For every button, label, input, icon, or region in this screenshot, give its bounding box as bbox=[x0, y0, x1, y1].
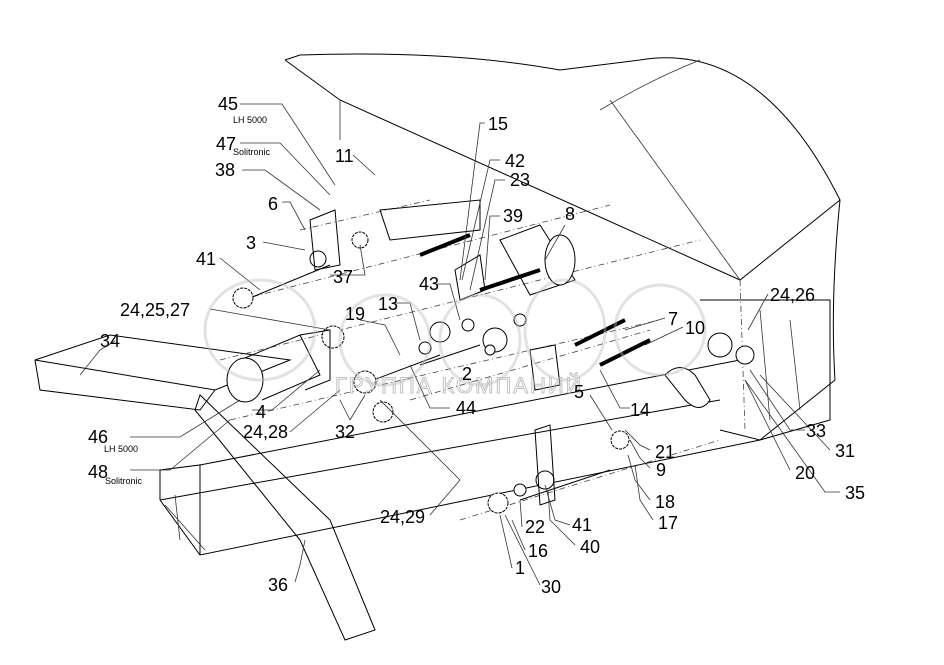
callout-label: 32 bbox=[335, 422, 355, 442]
callout-label: 43 bbox=[419, 274, 439, 294]
callout-sublabel: LH 5000 bbox=[104, 444, 138, 454]
callout-label: 23 bbox=[510, 170, 530, 190]
callout-sublabel: Solitronic bbox=[233, 147, 271, 157]
callout-label: 24,25,27 bbox=[120, 300, 190, 320]
callout-label: 7 bbox=[668, 309, 678, 329]
callout-label: 4 bbox=[256, 402, 266, 422]
callout-label: 2 bbox=[462, 364, 472, 384]
callout-label: 15 bbox=[488, 114, 508, 134]
callout-sublabel: Solitronic bbox=[105, 476, 143, 486]
callout-label: 33 bbox=[806, 421, 826, 441]
watermark-tagline: ГРУППА КОМПАНИЙ bbox=[335, 373, 584, 398]
callout-label: 38 bbox=[215, 160, 235, 180]
callout-label: 10 bbox=[685, 318, 705, 338]
callout-label: 9 bbox=[656, 460, 666, 480]
callout-label: 8 bbox=[565, 204, 575, 224]
callout-label: 39 bbox=[503, 206, 523, 226]
callout-label: 34 bbox=[100, 331, 120, 351]
callout-label: 6 bbox=[268, 194, 278, 214]
callout-label: 48 bbox=[88, 462, 108, 482]
callout-label: 16 bbox=[528, 541, 548, 561]
callout-label: 41 bbox=[196, 249, 216, 269]
callout-label: 20 bbox=[795, 463, 815, 483]
callout-label: 37 bbox=[333, 267, 353, 287]
callout-labels: 45 LH 5000 47 Solitronic 38 11 6 3 41 37… bbox=[88, 94, 865, 597]
callout-label: 30 bbox=[541, 577, 561, 597]
callout-label: 21 bbox=[655, 442, 675, 462]
callout-label: 44 bbox=[456, 398, 476, 418]
arm-36 bbox=[194, 394, 376, 641]
callout-label: 11 bbox=[335, 146, 354, 166]
callout-label: 41 bbox=[572, 515, 592, 535]
callout-label: 47 bbox=[216, 134, 236, 154]
watermark-logo: ГРУППА КОМПАНИЙ bbox=[203, 278, 707, 399]
guard-34 bbox=[34, 334, 292, 411]
callout-label: 14 bbox=[630, 400, 650, 420]
callout-label: 31 bbox=[835, 441, 855, 461]
callout-label: 17 bbox=[658, 513, 678, 533]
callout-label: 22 bbox=[525, 517, 545, 537]
callout-sublabel: LH 5000 bbox=[233, 115, 267, 125]
callout-label: 24,29 bbox=[380, 507, 425, 527]
callout-label: 1 bbox=[515, 558, 525, 578]
brackets bbox=[309, 209, 561, 506]
callout-label: 40 bbox=[580, 537, 600, 557]
callout-label: 42 bbox=[505, 151, 525, 171]
motor bbox=[226, 329, 331, 403]
callout-label: 24,28 bbox=[243, 422, 288, 442]
callout-label: 45 bbox=[218, 94, 238, 114]
frame-beam bbox=[159, 359, 761, 556]
leader-lines bbox=[79, 103, 840, 586]
callout-label: 3 bbox=[246, 233, 256, 253]
shafts bbox=[244, 233, 651, 501]
callout-label: 18 bbox=[655, 492, 675, 512]
callout-label: 13 bbox=[378, 294, 398, 314]
callout-label: 19 bbox=[345, 304, 365, 324]
callout-label: 5 bbox=[574, 382, 584, 402]
callout-label: 24,26 bbox=[770, 285, 815, 305]
callout-label: 36 bbox=[268, 575, 288, 595]
callout-label: 35 bbox=[845, 483, 865, 503]
callout-label: 46 bbox=[88, 427, 108, 447]
sprockets bbox=[232, 231, 755, 514]
